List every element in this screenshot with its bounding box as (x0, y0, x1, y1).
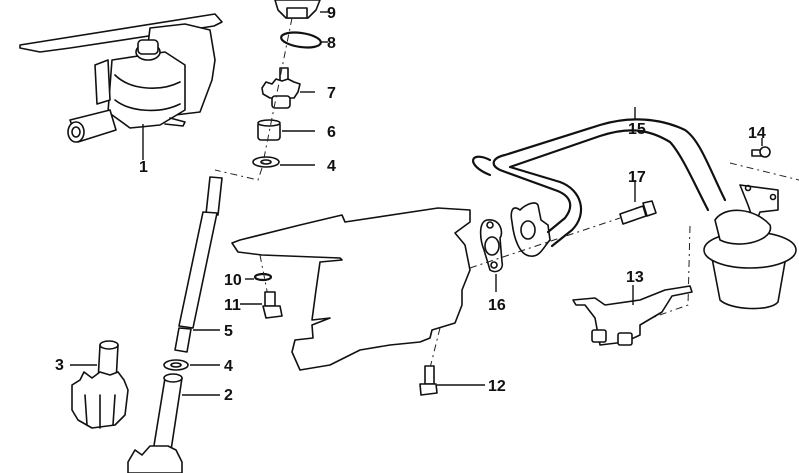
part-13-bracket[interactable] (572, 225, 693, 346)
callout-1: 1 (139, 159, 148, 176)
part-17-bolt[interactable] (469, 180, 657, 269)
callout-11: 11 (224, 297, 241, 314)
callout-2: 2 (224, 387, 233, 404)
part-4-washer-upper[interactable] (252, 156, 315, 168)
part-14-bolt[interactable] (729, 138, 799, 181)
part-1-oil-pump[interactable] (19, 13, 223, 160)
part-9-cap[interactable] (274, 0, 328, 19)
callout-16: 16 (488, 297, 506, 314)
part-7-drive-gear[interactable] (261, 67, 315, 109)
part-5-shaft[interactable] (174, 176, 223, 353)
part-6-bushing[interactable] (257, 119, 315, 141)
callout-15: 15 (628, 121, 646, 138)
callout-10: 10 (224, 272, 242, 289)
part-4-washer-lower[interactable] (163, 359, 220, 371)
callout-13: 13 (626, 269, 644, 286)
part-11-bolt[interactable] (240, 254, 283, 319)
callout-4-lower: 4 (224, 358, 233, 375)
callout-12: 12 (488, 378, 506, 395)
callout-14: 14 (748, 125, 766, 142)
part-12-bolt[interactable] (419, 327, 485, 396)
callout-6: 6 (327, 124, 336, 141)
part-2-gear-shaft[interactable] (127, 373, 220, 473)
callout-3: 3 (55, 357, 64, 374)
callout-9: 9 (327, 5, 336, 22)
callout-5: 5 (224, 323, 233, 340)
callout-8: 8 (327, 35, 336, 52)
part-15-pickup-pipe[interactable] (472, 107, 727, 257)
part-16-gasket[interactable] (479, 219, 504, 292)
callout-17: 17 (628, 169, 646, 186)
pickup-strainer[interactable] (703, 184, 797, 310)
callout-4-upper: 4 (327, 158, 336, 175)
part-8-o-ring[interactable] (280, 30, 328, 49)
part-3-gear[interactable] (70, 340, 129, 429)
part-10-o-ring[interactable] (245, 272, 273, 282)
engine-block-outline (231, 207, 471, 371)
callout-7: 7 (327, 85, 336, 102)
